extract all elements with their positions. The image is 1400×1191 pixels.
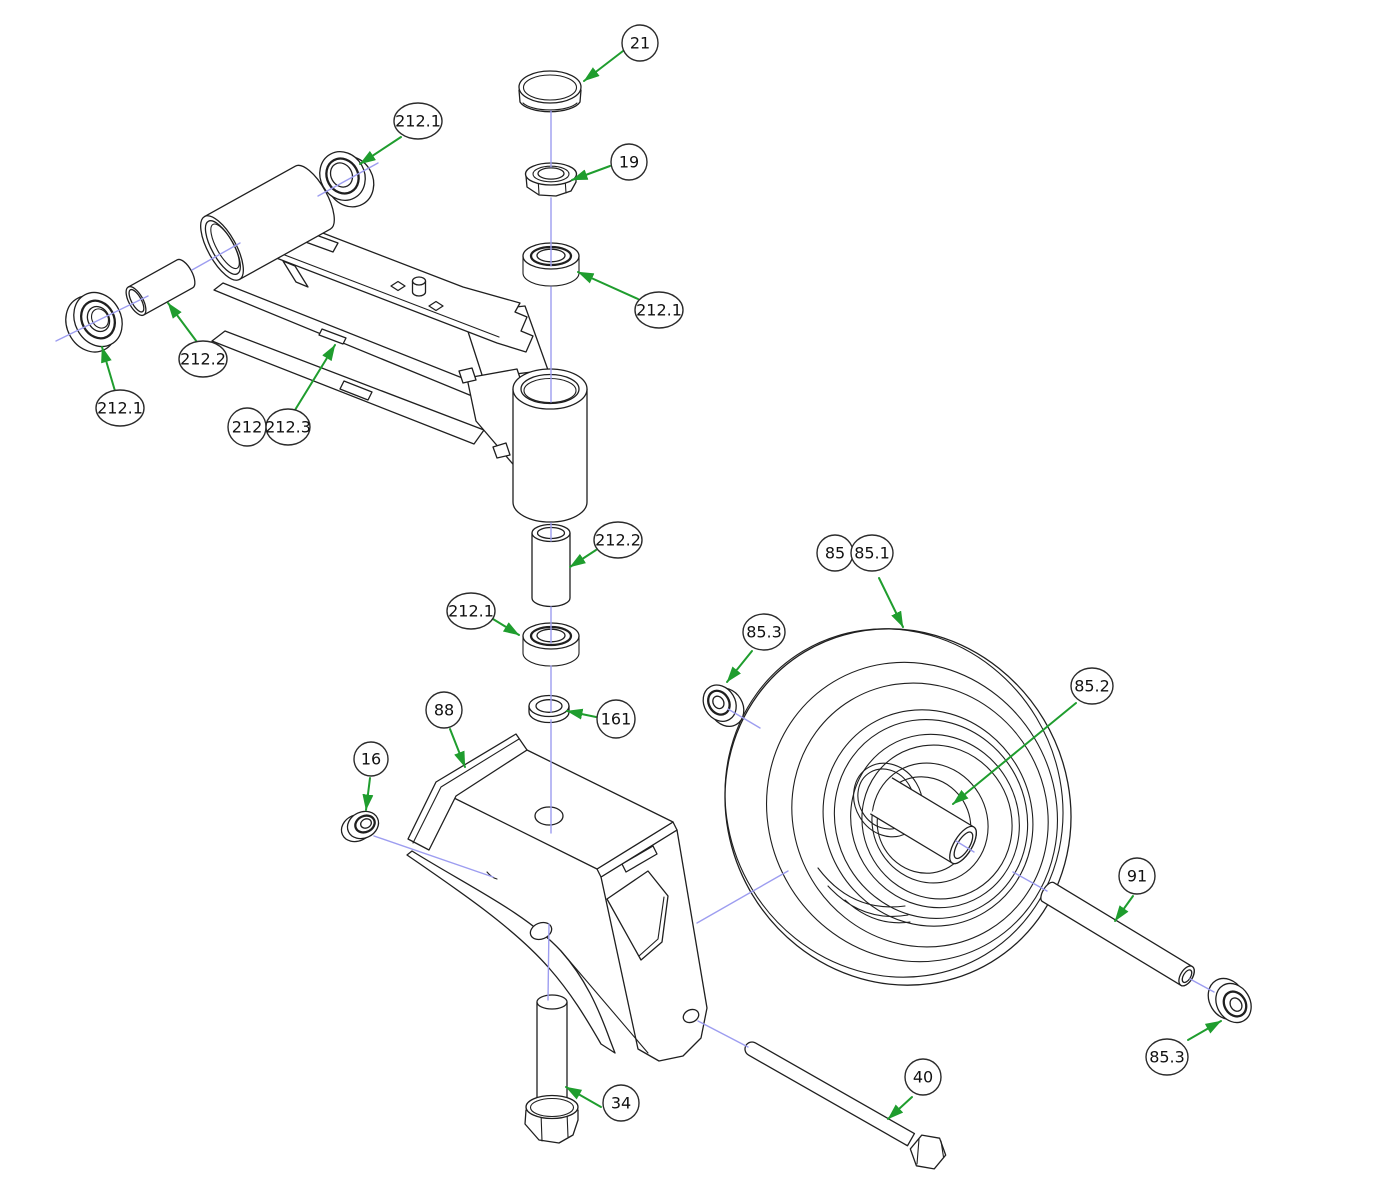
bolt-hex-head [909, 1134, 947, 1170]
callout-label: 21 [630, 34, 650, 53]
axle-bolt-part [744, 1041, 947, 1170]
callout-85-3: 85.3 [1145, 1038, 1189, 1076]
callout-label: 212 [232, 418, 263, 437]
bearing-part [65, 291, 123, 353]
arrow-212-1 [101, 346, 116, 392]
callout-212-3: 212.3 [265, 408, 311, 446]
arrow-85-3 [726, 650, 753, 683]
arrow-212-3 [294, 344, 336, 411]
callout-label: 85.1 [854, 544, 890, 563]
wheel-tire-part [724, 628, 1072, 986]
callout-label: 212.1 [395, 112, 441, 131]
callout-212-1: 212.1 [95, 389, 145, 427]
arrow-40 [887, 1096, 913, 1120]
arrow-212-2 [569, 549, 597, 568]
callout-label: 212.2 [595, 531, 641, 550]
callout-label: 16 [361, 750, 381, 769]
fork-blade [406, 850, 616, 1054]
spacer-tube-part [125, 258, 196, 317]
callout-212: 212 [227, 407, 267, 447]
seal-washer-part [528, 694, 570, 724]
callout-91: 91 [1118, 857, 1156, 895]
arm-pivot-cylinder [512, 368, 588, 523]
plate-hole [390, 280, 406, 292]
arrow-161 [566, 708, 597, 720]
callout-label: 85.3 [1149, 1048, 1185, 1067]
callout-label: 85 [825, 544, 845, 563]
arrow-212-2 [167, 302, 198, 343]
arrow-212-1 [577, 271, 639, 300]
callout-212-1: 212.1 [446, 592, 496, 630]
callout-212-1: 212.1 [634, 291, 684, 329]
fork-pivot-hole [534, 806, 564, 826]
lock-nut-part [524, 162, 578, 197]
callout-85-1: 85.1 [850, 534, 894, 572]
callout-label: 161 [601, 710, 632, 729]
callout-212-2: 212.2 [593, 521, 643, 559]
arrow-85-1 [878, 577, 904, 628]
callout-85-2: 85.2 [1070, 667, 1114, 705]
fork-bevel-edge [407, 733, 528, 851]
arrow-212-1 [492, 618, 520, 636]
flange-nut-part [340, 810, 380, 843]
callout-85: 85 [816, 534, 854, 572]
callout-label: 40 [913, 1068, 933, 1087]
callout-16: 16 [353, 741, 389, 777]
arrow-21 [583, 50, 624, 82]
callout-34: 34 [602, 1084, 640, 1122]
bearing-cap-part [1207, 977, 1252, 1024]
callout-label: 212.1 [636, 301, 682, 320]
callout-21: 21 [621, 24, 659, 62]
arrow-85-2 [952, 702, 1077, 805]
arrow-91 [1114, 895, 1134, 922]
callout-19: 19 [610, 143, 648, 181]
fork-axle-hole [682, 1008, 700, 1024]
caster-fork-bracket-part [406, 733, 708, 1062]
callout-label: 85.2 [1074, 677, 1110, 696]
callout-balloons: 21 19 212.1 212.1 212.2 212.1 212 212.3 … [95, 24, 1189, 1122]
callout-212-2: 212.2 [178, 340, 228, 378]
plate-hole [428, 300, 444, 312]
rim-dish-curves [817, 867, 911, 924]
arrow-16 [362, 777, 374, 811]
arm-tube [200, 164, 335, 281]
arrow-85-3 [1187, 1020, 1222, 1041]
callout-label: 212.2 [180, 350, 226, 369]
arrow-88 [449, 728, 466, 768]
callout-85-3: 85.3 [742, 613, 786, 651]
callout-161: 161 [596, 699, 636, 739]
centerlines [55, 110, 1215, 1048]
callout-212-1: 212.1 [393, 102, 443, 140]
callout-label: 91 [1127, 867, 1147, 886]
arm-brace [282, 260, 309, 288]
callout-label: 212.3 [265, 418, 311, 437]
arrow-34 [565, 1086, 602, 1108]
callout-label: 85.3 [746, 623, 782, 642]
spacer-tube-part [531, 523, 571, 608]
fork-axle-hole [529, 921, 553, 941]
callout-label: 88 [434, 701, 454, 720]
callout-40: 40 [904, 1058, 942, 1096]
callout-label: 19 [619, 153, 639, 172]
plate-stud [411, 276, 427, 286]
callout-label: 212.1 [448, 602, 494, 621]
callout-88: 88 [425, 691, 463, 729]
arrow-212-1 [359, 136, 402, 165]
callout-label: 212.1 [97, 399, 143, 418]
callout-arrows [101, 50, 1222, 1120]
arrow-19 [571, 165, 611, 181]
axle-shaft-part [1040, 881, 1195, 987]
bearing-cap-part [702, 684, 745, 727]
callout-label: 34 [611, 1094, 631, 1113]
pivot-bolt-part [524, 994, 579, 1144]
dust-cap-part [518, 70, 582, 113]
caster-arm-weldment-part [200, 164, 588, 523]
